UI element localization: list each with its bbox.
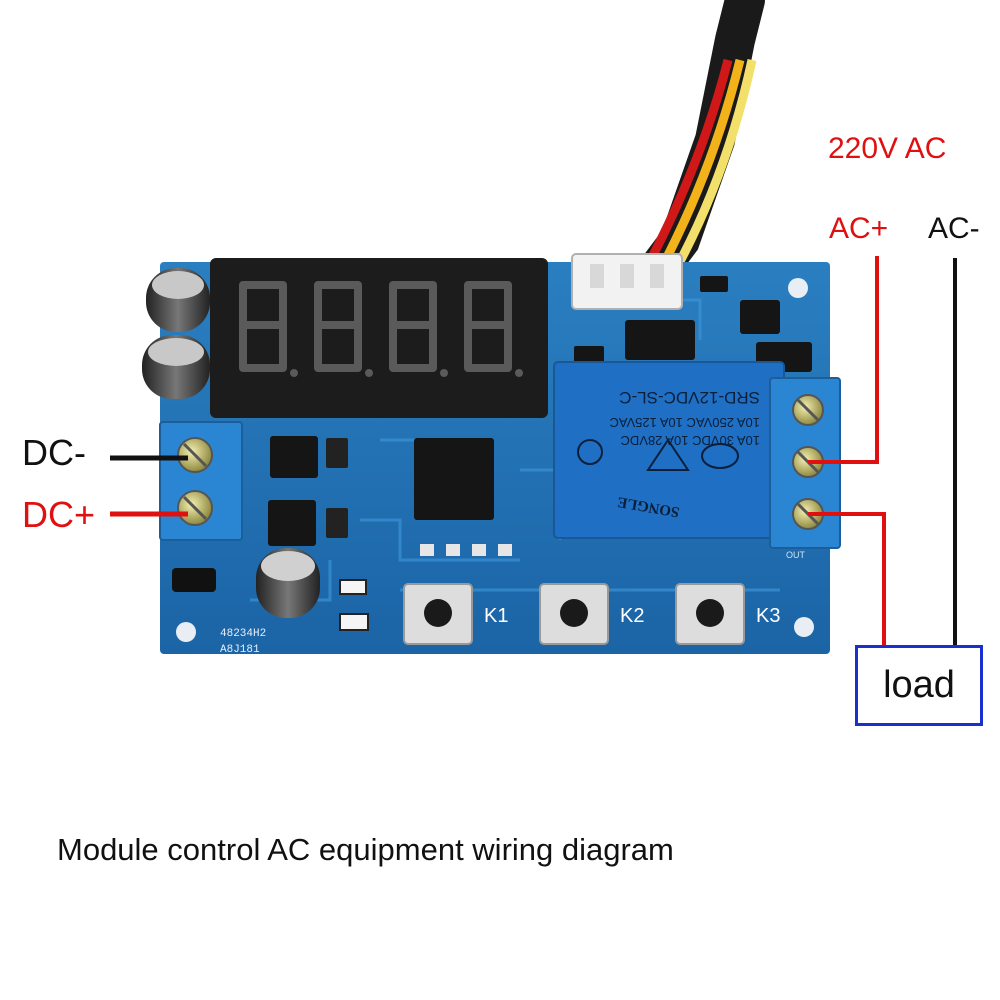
terminal-block-output: [769, 377, 841, 549]
ac-negative-label: AC-: [928, 212, 980, 245]
ac-voltage-label: 220V AC: [828, 132, 947, 165]
board-marking: A8J181: [220, 644, 260, 656]
sensor-cable: [630, 0, 765, 300]
button-label-k1: K1: [484, 605, 508, 627]
relay-rating-text: 10A 250VAC 10A 125VAC: [609, 415, 760, 430]
wire-ac-positive: [808, 256, 879, 464]
indicator-leds: [172, 544, 512, 631]
seven-segment-display: [210, 258, 548, 418]
button-label-k3: K3: [756, 605, 780, 627]
dc-positive-label: DC+: [22, 494, 96, 535]
load-label: load: [883, 664, 955, 706]
relay-model-text: SRD-12VDC-SL-C: [619, 388, 760, 407]
capacitor-icon: [142, 268, 320, 618]
out-label: OUT: [786, 550, 806, 560]
wire-load-return: [808, 512, 886, 645]
sensor-connector: [571, 253, 683, 310]
certification-marks-icon: [577, 438, 739, 471]
ac-positive-label: AC+: [829, 212, 889, 245]
dc-negative-label: DC-: [22, 432, 86, 473]
push-button-icon: [403, 583, 745, 645]
diagram-caption: Module control AC equipment wiring diagr…: [57, 832, 674, 867]
load-box: load: [855, 645, 983, 726]
relay-rating-text: 10A 30VDC 10A 28VDC: [621, 433, 760, 448]
terminal-block-input: [159, 421, 243, 541]
board-marking: 48234H2: [220, 628, 266, 640]
button-label-k2: K2: [620, 605, 644, 627]
ic-chips: [268, 276, 812, 546]
